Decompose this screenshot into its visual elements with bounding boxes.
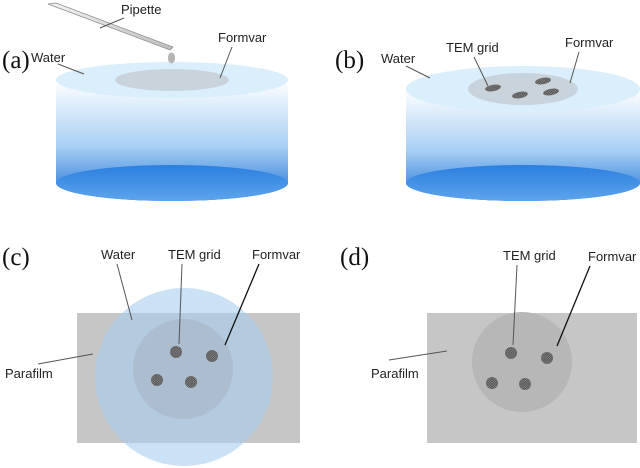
pipette-leader bbox=[99, 17, 125, 29]
formvar-film bbox=[468, 73, 578, 105]
water-leader-a bbox=[57, 63, 85, 75]
formvar-leader-b bbox=[569, 51, 580, 84]
water-drop bbox=[95, 288, 273, 466]
water-container-bottom bbox=[56, 165, 288, 201]
tem-grid-icon bbox=[505, 347, 517, 359]
formvar-label-b: Formvar bbox=[565, 35, 614, 50]
tem-grid-icon bbox=[512, 91, 528, 99]
formvar-label-c: Formvar bbox=[252, 247, 301, 262]
water-label-b: Water bbox=[381, 51, 416, 66]
tem-grid-icon bbox=[151, 374, 163, 386]
panel-a-letter: (a) bbox=[2, 47, 30, 74]
tem-grid-label-d: TEM grid bbox=[503, 248, 556, 263]
panel-d-letter: (d) bbox=[340, 244, 369, 271]
panel-b-letter: (b) bbox=[335, 47, 364, 74]
tem-grid-icon bbox=[206, 350, 218, 362]
tem-grid-label-b: TEM grid bbox=[446, 40, 499, 55]
water-leader-b bbox=[405, 65, 431, 79]
pipette-label: Pipette bbox=[121, 2, 161, 17]
formvar-label-d: Formvar bbox=[588, 249, 637, 264]
formvar-leader-c bbox=[224, 263, 260, 346]
tem-grid-icon bbox=[535, 77, 551, 85]
panel-c: (c) Water TEM grid Formvar Parafilm bbox=[2, 244, 301, 466]
water-leader-c bbox=[116, 263, 133, 321]
parafilm-label-c: Parafilm bbox=[5, 366, 53, 381]
panel-c-letter: (c) bbox=[2, 244, 30, 271]
formvar-film bbox=[115, 69, 229, 91]
formvar-droplet bbox=[167, 52, 176, 64]
formvar-leader-a bbox=[219, 46, 233, 79]
parafilm-leader-d bbox=[388, 350, 448, 361]
formvar-film bbox=[133, 319, 233, 419]
parafilm-leader-c bbox=[37, 353, 94, 365]
tem-grid-leader-d bbox=[512, 264, 518, 346]
formvar-film bbox=[472, 312, 572, 412]
tem-grid-icon bbox=[486, 377, 498, 389]
parafilm-label-d: Parafilm bbox=[371, 366, 419, 381]
formvar-leader-d bbox=[556, 265, 591, 347]
tem-grid-icon bbox=[185, 376, 197, 388]
tem-grid-icon bbox=[519, 378, 531, 390]
water-label-c: Water bbox=[101, 247, 136, 262]
tem-grid-icon bbox=[543, 88, 559, 96]
formvar-label-a: Formvar bbox=[218, 30, 267, 45]
panel-a: (a) Pipette Water Formvar bbox=[2, 2, 288, 201]
panel-b: (b) Water TEM grid Formvar bbox=[335, 35, 640, 201]
pipette bbox=[47, 2, 174, 51]
tem-grid-leader-b bbox=[473, 56, 489, 87]
tem-grid-label-c: TEM grid bbox=[168, 247, 221, 262]
water-label-a: Water bbox=[31, 50, 66, 65]
panel-d: (d) TEM grid Formvar Parafilm bbox=[340, 244, 637, 443]
tem-grid-icon bbox=[170, 346, 182, 358]
tem-grid-icon bbox=[541, 352, 553, 364]
tem-grid-icon bbox=[485, 84, 501, 92]
water-container-bottom bbox=[406, 165, 640, 201]
tem-grid-leader-c bbox=[178, 263, 183, 345]
